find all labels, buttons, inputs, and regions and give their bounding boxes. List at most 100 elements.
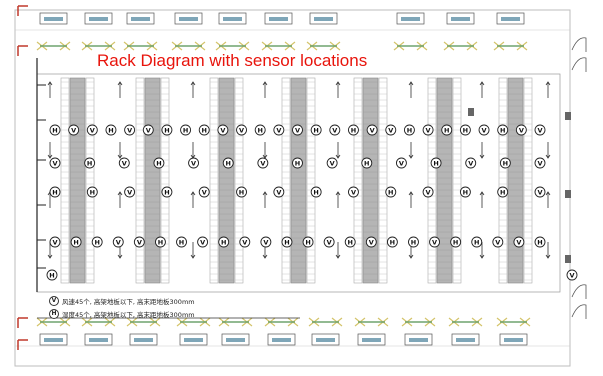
ac-unit-top [81, 12, 116, 51]
sensor-circle [124, 186, 136, 198]
sensor-circle [497, 124, 509, 136]
rack-column [60, 77, 95, 284]
sensor-marker: H [459, 186, 471, 198]
ac-panel [409, 338, 428, 342]
sensor-marker: H [450, 236, 462, 248]
sensor-marker: V [492, 236, 504, 248]
sensor-label: H [52, 188, 57, 196]
airflow-arrow [545, 191, 551, 208]
sensor-circle [326, 157, 338, 169]
sensor-circle [534, 124, 546, 136]
sensor-marker: V [534, 186, 546, 198]
airflow-arrow [479, 191, 485, 208]
sensor-circle [197, 236, 209, 248]
sensor-label: H [463, 188, 468, 196]
equipment-block [565, 190, 571, 198]
sensor-circle [260, 236, 272, 248]
rack-row-left [353, 77, 363, 284]
sensor-marker: V [124, 186, 136, 198]
sensor-marker: H [153, 157, 165, 169]
ac-panel [134, 338, 153, 342]
ac-unit-top [261, 12, 296, 51]
sensor-label: H [313, 188, 318, 196]
sensor-marker: H [198, 124, 210, 136]
sensor-label: V [327, 238, 332, 246]
ac-unit-bottom [354, 317, 389, 346]
airflow-arrow [117, 81, 123, 98]
airflow-arrow [335, 242, 341, 259]
sensor-circle [450, 236, 462, 248]
sensor-label: V [200, 238, 205, 246]
sensor-marker: H [49, 124, 61, 136]
sensor-label: V [90, 126, 95, 134]
rack-row-left [135, 77, 145, 284]
door-mark [17, 45, 28, 56]
sensor-label: V [127, 188, 132, 196]
sensor-marker: H [218, 236, 230, 248]
sensor-circle [154, 236, 166, 248]
sensor-label: V [220, 126, 225, 134]
ac-panel [89, 17, 108, 21]
rack-row-center [362, 77, 379, 284]
sensor-label: V [537, 159, 542, 167]
sensor-marker: H [497, 124, 509, 136]
sensor-marker: V [118, 157, 130, 169]
ac-unit-top [393, 12, 428, 51]
sensor-circle [310, 124, 322, 136]
sensor-marker: V [236, 124, 247, 136]
sensor-circle [133, 236, 145, 248]
sensor-marker: V [239, 236, 251, 248]
sensor-circle [46, 269, 58, 281]
door-arc [571, 57, 587, 72]
door-arc [571, 284, 587, 299]
sensor-marker: H [430, 157, 442, 169]
sensor-circle [49, 124, 61, 136]
sensor-marker: H [91, 236, 103, 248]
equipment-block [565, 112, 571, 120]
sensor-circle [254, 124, 266, 136]
sensor-circle [344, 236, 356, 248]
sensor-marker: H [161, 124, 173, 136]
sensor-circle [534, 157, 546, 169]
sensor-marker: H [254, 124, 266, 136]
sensor-label: V [370, 126, 375, 134]
sensor-circle [365, 236, 377, 248]
sensor-marker: H [292, 157, 303, 169]
airflow-arrow [47, 242, 53, 259]
sensor-marker: V [142, 124, 154, 136]
ac-unit-top [443, 12, 478, 51]
sensor-label: V [569, 271, 574, 279]
sensor-circle [257, 157, 269, 169]
sensor-marker: V [257, 157, 269, 169]
ac-panel [316, 338, 335, 342]
airflow-arrow [545, 142, 551, 159]
rack-row-left [60, 77, 70, 284]
sensor-label: V [242, 238, 247, 246]
sensor-label: V [71, 126, 76, 134]
sensor-label: H [156, 159, 161, 167]
sensor-label: H [52, 126, 57, 134]
airflow-arrow [479, 81, 485, 98]
ac-unit-top [123, 12, 158, 51]
ac-panel [226, 338, 245, 342]
sensor-label: V [52, 238, 57, 246]
sensor-marker: V [112, 236, 124, 248]
ac-unit-top [215, 12, 250, 51]
sensor-label: H [500, 126, 505, 134]
sensor-circle [49, 236, 61, 248]
ac-unit-bottom [448, 317, 483, 346]
sensor-label: V [127, 126, 132, 134]
airflow-arrow [262, 191, 268, 208]
sensor-circle [302, 236, 314, 248]
sensor-label: V [351, 188, 356, 196]
sensor-label: H [202, 126, 207, 134]
sensor-marker: H [344, 236, 356, 248]
ac-panel [184, 338, 203, 342]
sensor-circle [218, 236, 230, 248]
sensor-label: V [263, 238, 268, 246]
ac-unit-bottom [218, 317, 253, 346]
sensor-circle [70, 236, 82, 248]
airflow-arrow [335, 81, 341, 98]
ac-panel [401, 17, 420, 21]
sensor-circle [385, 124, 397, 136]
